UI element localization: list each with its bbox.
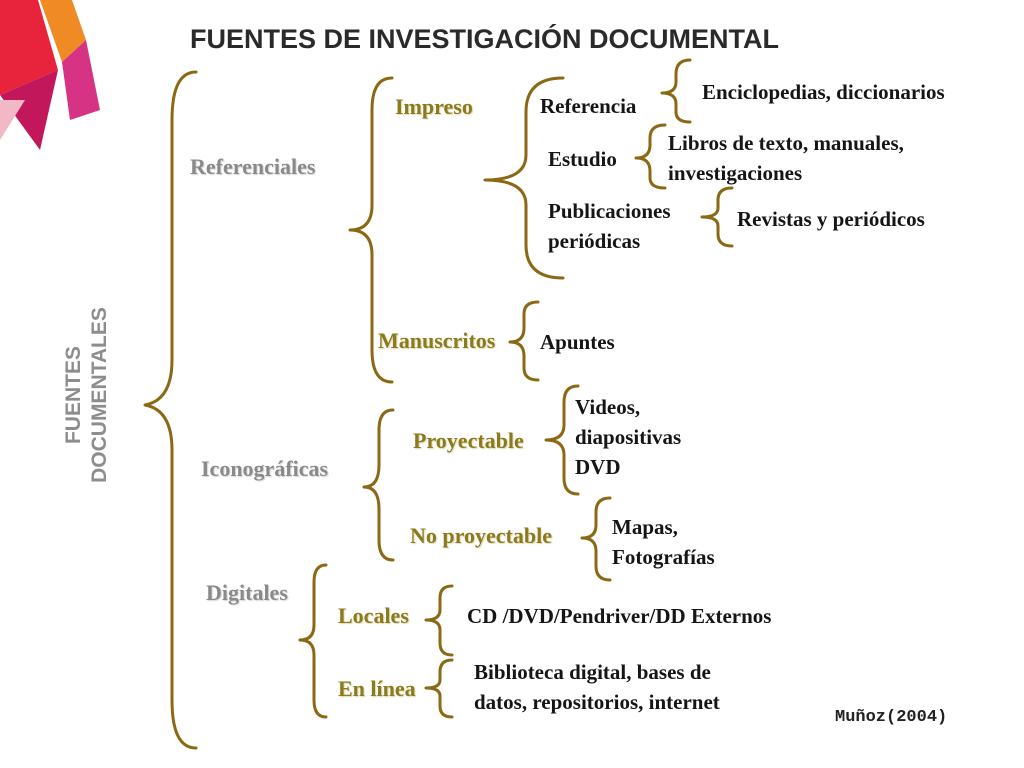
root-label-line-2: DOCUMENTALES — [88, 307, 111, 483]
node-referencia: Referencia — [540, 94, 637, 118]
proyectable-brace — [544, 384, 580, 496]
page-title: FUENTES DE INVESTIGACIÓN DOCUMENTAL — [190, 24, 780, 54]
corner-logo-icon — [0, 0, 100, 150]
node-locales: Locales — [338, 603, 409, 628]
detail-en-linea-line-2: datos, repositorios, internet — [474, 690, 720, 714]
iconograficas-brace — [362, 408, 395, 562]
node-publicaciones: Publicaciones periódicas — [548, 196, 671, 256]
node-manuscritos: Manuscritos — [378, 328, 496, 353]
detail-estudio-line-2: investigaciones — [668, 161, 803, 185]
estudio-brace — [634, 123, 667, 190]
detail-proyectable-line-1: Videos, — [575, 395, 641, 419]
node-digitales: Digitales — [206, 580, 288, 605]
detail-no-proyectable-line-2: Fotografías — [612, 545, 715, 569]
manuscritos-brace — [508, 300, 540, 382]
detail-en-linea: Biblioteca digital, bases de datos, repo… — [474, 657, 720, 717]
node-estudio: Estudio — [548, 147, 617, 171]
en-linea-brace — [424, 658, 454, 719]
detail-no-proyectable-line-1: Mapas, — [612, 515, 678, 539]
root-label-line-1: FUENTES — [62, 346, 85, 445]
detail-no-proyectable: Mapas, Fotografías — [612, 512, 715, 572]
detail-proyectable-line-2: diapositivas — [575, 425, 682, 449]
detail-referencia: Enciclopedias, diccionarios — [702, 80, 945, 104]
citation: Muñoz(2004) — [835, 708, 948, 727]
detail-proyectable: Videos, diapositivas DVD — [575, 392, 681, 482]
detail-en-linea-line-1: Biblioteca digital, bases de — [474, 660, 711, 684]
root-label: FUENTES DOCUMENTALES — [55, 300, 119, 490]
node-referenciales: Referenciales — [190, 154, 316, 179]
digitales-brace — [298, 563, 328, 719]
no-proyectable-brace — [580, 496, 612, 582]
detail-estudio-line-1: Libros de texto, manuales, — [668, 131, 904, 155]
root-brace — [143, 70, 198, 750]
node-en-linea: En línea — [338, 676, 416, 701]
detail-estudio: Libros de texto, manuales, investigacion… — [668, 128, 904, 188]
node-apuntes: Apuntes — [540, 330, 615, 354]
node-no-proyectable: No proyectable — [410, 523, 552, 548]
node-iconograficas: Iconográficas — [201, 456, 329, 481]
detail-publicaciones: Revistas y periódicos — [737, 207, 925, 231]
detail-proyectable-line-3: DVD — [575, 455, 621, 479]
node-publicaciones-line-1: Publicaciones — [548, 199, 671, 223]
referencia-brace — [660, 58, 692, 124]
publicaciones-brace — [700, 186, 734, 248]
detail-locales: CD /DVD/Pendriver/DD Externos — [467, 604, 772, 628]
referenciales-brace — [348, 76, 394, 384]
impreso-brace — [483, 76, 565, 280]
node-publicaciones-line-2: periódicas — [548, 229, 641, 253]
node-proyectable: Proyectable — [413, 428, 524, 453]
node-impreso: Impreso — [395, 94, 473, 119]
locales-brace — [424, 584, 454, 657]
